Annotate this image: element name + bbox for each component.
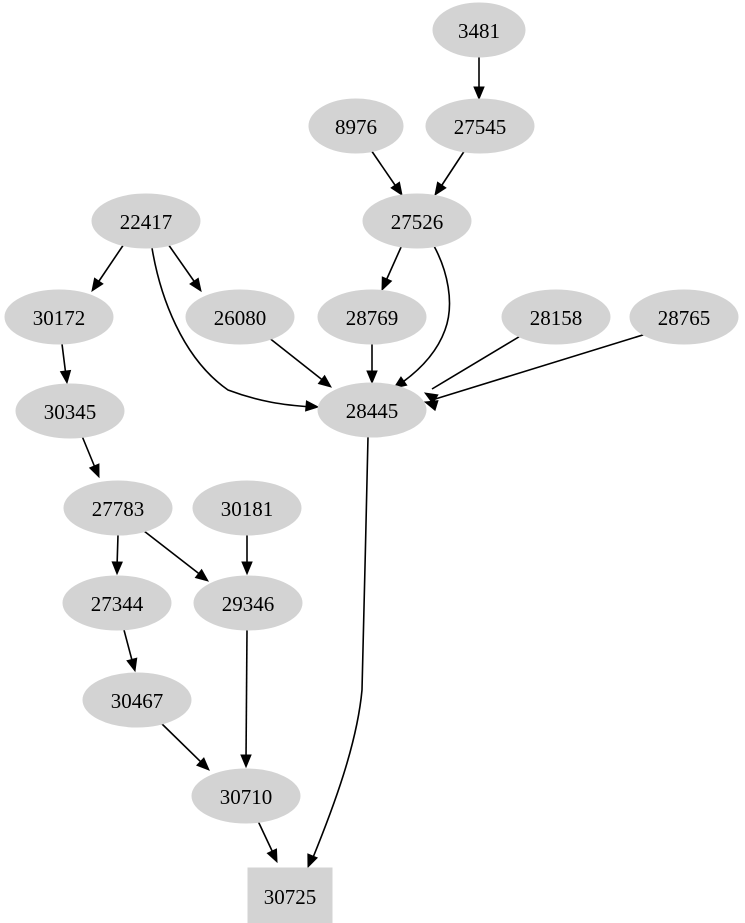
- graph-node-27344[interactable]: 27344: [62, 575, 172, 631]
- graph-node-28445[interactable]: 28445: [317, 382, 427, 438]
- edge-arrowhead: [240, 754, 252, 769]
- edge-arrowhead: [111, 561, 123, 576]
- node-shape-ellipse[interactable]: [317, 382, 427, 438]
- edge-arrowhead: [241, 561, 253, 576]
- graph-node-30345[interactable]: 30345: [15, 383, 125, 439]
- graph-edge: [241, 535, 253, 576]
- edge-arrowhead: [189, 277, 202, 293]
- graph-edge: [167, 243, 202, 293]
- graph-edge: [143, 530, 210, 582]
- edge-arrowhead: [473, 86, 485, 101]
- node-shape-ellipse[interactable]: [317, 289, 427, 345]
- graph-node-8976[interactable]: 8976: [308, 98, 404, 154]
- node-shape-ellipse[interactable]: [501, 289, 611, 345]
- graph-edge: [267, 336, 333, 388]
- edge-arrowhead: [423, 400, 439, 412]
- graph-edge: [159, 721, 210, 771]
- edge-arrowhead: [434, 181, 447, 197]
- graph-node-28769[interactable]: 28769: [317, 289, 427, 345]
- graph-edge: [434, 149, 466, 197]
- graph-edge: [370, 149, 403, 197]
- node-shape-ellipse[interactable]: [308, 98, 404, 154]
- graph-node-30172[interactable]: 30172: [4, 289, 114, 345]
- graph-edge: [91, 243, 125, 293]
- edge-arrowhead: [59, 369, 72, 385]
- graph-node-27526[interactable]: 27526: [362, 193, 472, 249]
- edge-arrowhead: [305, 400, 320, 412]
- edge-arrowhead: [91, 277, 104, 293]
- graph-edge: [240, 629, 252, 769]
- graph-edge: [307, 436, 369, 869]
- graph-edge: [423, 333, 647, 412]
- edges-layer: [59, 57, 647, 869]
- graph-node-22417[interactable]: 22417: [91, 193, 201, 249]
- edge-arrowhead: [196, 757, 210, 771]
- node-shape-ellipse[interactable]: [15, 383, 125, 439]
- node-shape-ellipse[interactable]: [192, 480, 302, 536]
- edge-arrowhead: [266, 848, 278, 864]
- node-shape-ellipse[interactable]: [4, 289, 114, 345]
- node-shape-ellipse[interactable]: [362, 193, 472, 249]
- graph-edge: [381, 244, 403, 292]
- nodes-layer: 3481 27545 8976 27526 22417 30172 26080 28769 28…: [4, 2, 739, 923]
- edge-arrowhead: [366, 370, 378, 385]
- graph-node-26080[interactable]: 26080: [185, 289, 295, 345]
- edge-arrowhead: [126, 657, 138, 673]
- edge-arrowhead: [381, 276, 393, 292]
- node-shape-ellipse[interactable]: [91, 193, 201, 249]
- graph-edge: [473, 57, 485, 101]
- graph-edge: [123, 629, 138, 673]
- edge-arrowhead: [317, 374, 333, 388]
- edge-arrowhead: [390, 181, 403, 197]
- graph-node-27545[interactable]: 27545: [425, 98, 535, 154]
- node-shape-ellipse[interactable]: [629, 289, 739, 345]
- node-shape-rect[interactable]: [247, 867, 333, 923]
- node-shape-ellipse[interactable]: [185, 289, 295, 345]
- graph-node-30725[interactable]: 30725: [247, 867, 333, 923]
- graph-node-30710[interactable]: 30710: [191, 768, 301, 824]
- graph-node-28158[interactable]: 28158: [501, 289, 611, 345]
- node-shape-ellipse[interactable]: [62, 575, 172, 631]
- node-shape-ellipse[interactable]: [193, 575, 303, 631]
- node-shape-ellipse[interactable]: [82, 672, 192, 728]
- graph-edge: [366, 344, 378, 385]
- graph-node-3481[interactable]: 3481: [432, 2, 526, 58]
- edge-arrowhead: [194, 568, 210, 582]
- graph-node-30181[interactable]: 30181: [192, 480, 302, 536]
- graph-node-28765[interactable]: 28765: [629, 289, 739, 345]
- graph-edge: [257, 820, 278, 864]
- edge-arrowhead: [88, 463, 100, 479]
- graph-node-30467[interactable]: 30467: [82, 672, 192, 728]
- node-shape-ellipse[interactable]: [425, 98, 535, 154]
- edge-arrowhead: [307, 853, 319, 869]
- node-shape-ellipse[interactable]: [191, 768, 301, 824]
- graph-node-27783[interactable]: 27783: [63, 480, 173, 536]
- graph-node-29346[interactable]: 29346: [193, 575, 303, 631]
- node-shape-ellipse[interactable]: [432, 2, 526, 58]
- node-shape-ellipse[interactable]: [63, 480, 173, 536]
- graph-edge: [151, 247, 320, 412]
- graph-edge: [81, 435, 100, 479]
- graph-edge: [59, 343, 72, 385]
- graph-edge: [111, 534, 123, 576]
